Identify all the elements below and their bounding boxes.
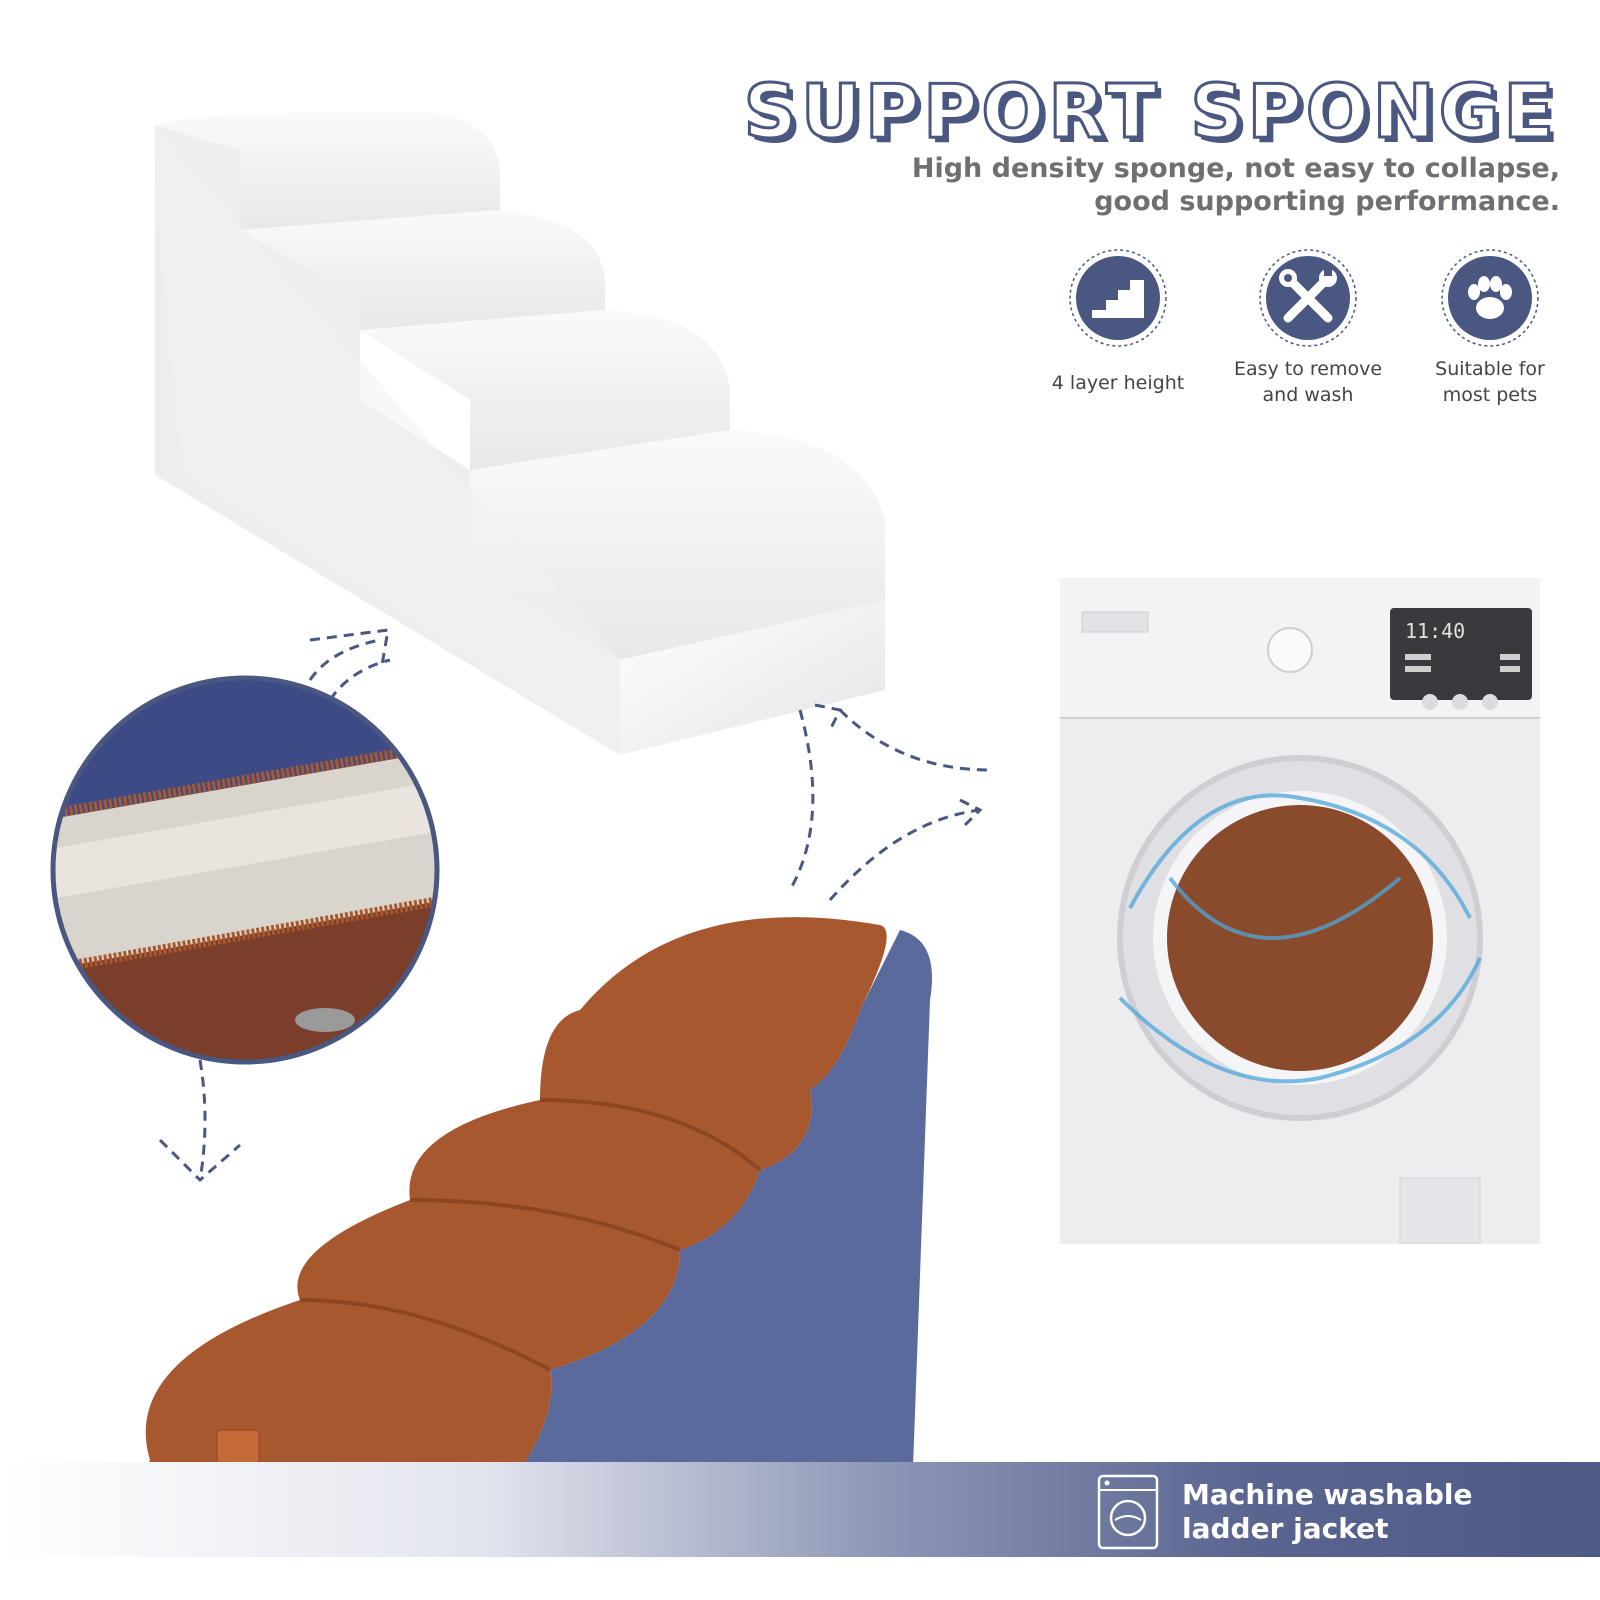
washer-display-time: 11:40 (1405, 619, 1465, 643)
feature-item-wash (1258, 248, 1358, 348)
paw-icon (1441, 249, 1539, 347)
page-title: SUPPORT SPONGE (742, 69, 1558, 155)
washing-machine-image: 11:40 (1060, 578, 1540, 1244)
feature-label-wash: Easy to remove and wash (1233, 358, 1383, 406)
washing-machine-icon (1097, 1474, 1159, 1550)
stairs-icon (1069, 249, 1167, 347)
banner-text: Machine washable ladder jacket (1182, 1478, 1473, 1545)
feature-item-layers (1068, 248, 1168, 348)
zipper-detail-image (50, 675, 440, 1065)
feature-label-pets: Suitable for most pets (1435, 358, 1545, 406)
bottom-banner (0, 1462, 1600, 1557)
page-subtitle: High density sponge, not easy to collaps… (911, 153, 1560, 217)
feature-item-pets (1440, 248, 1540, 348)
covered-stairs-image (144, 917, 932, 1550)
dashed-arrows (158, 628, 991, 1183)
sponge-stairs-image (155, 111, 885, 755)
tools-icon (1259, 249, 1357, 347)
feature-label-layers: 4 layer height (1051, 372, 1185, 394)
